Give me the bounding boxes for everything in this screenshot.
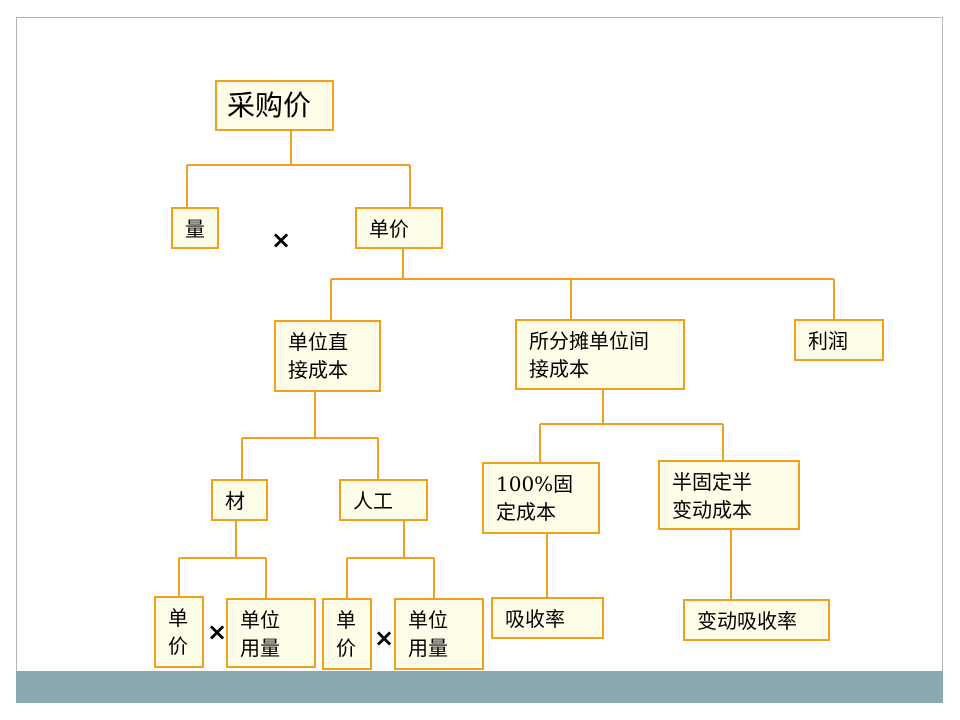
connector-material [178, 521, 267, 598]
connector-labor [346, 521, 435, 598]
node-fixed-cost: 100%固 定成本 [482, 462, 600, 534]
node-allocated-indirect-cost: 所分摊单位间 接成本 [515, 319, 685, 390]
node-variable-absorption-rate: 变动吸收率 [683, 599, 830, 641]
multiply-symbol-material: × [207, 618, 228, 646]
node-material-unit-usage: 单位 用量 [226, 598, 316, 668]
multiply-symbol-labor: × [374, 624, 395, 652]
connector-indirect-cost [539, 390, 724, 462]
node-quantity: 量 [171, 207, 219, 249]
node-semi-fixed-cost: 半固定半 变动成本 [658, 460, 800, 530]
node-material: 材 [211, 479, 268, 521]
connector-direct-cost [241, 392, 379, 479]
node-labor-unit-usage: 单位 用量 [394, 598, 484, 670]
slide-background [16, 17, 943, 703]
slide-footer-bar [16, 671, 943, 703]
node-labor-unit-price: 单 价 [322, 598, 372, 670]
node-purchase-price: 采购价 [215, 80, 334, 131]
node-material-unit-price: 单 价 [154, 596, 204, 668]
node-unit-direct-cost: 单位直 接成本 [274, 320, 381, 392]
node-profit: 利润 [794, 319, 884, 361]
node-absorption-rate: 吸收率 [491, 597, 604, 639]
multiply-symbol-quantity-price: × [271, 226, 292, 254]
connector-root [186, 131, 411, 207]
node-unit-price: 单价 [355, 207, 443, 249]
connector-unit-price [330, 249, 835, 320]
node-labor: 人工 [339, 479, 428, 521]
